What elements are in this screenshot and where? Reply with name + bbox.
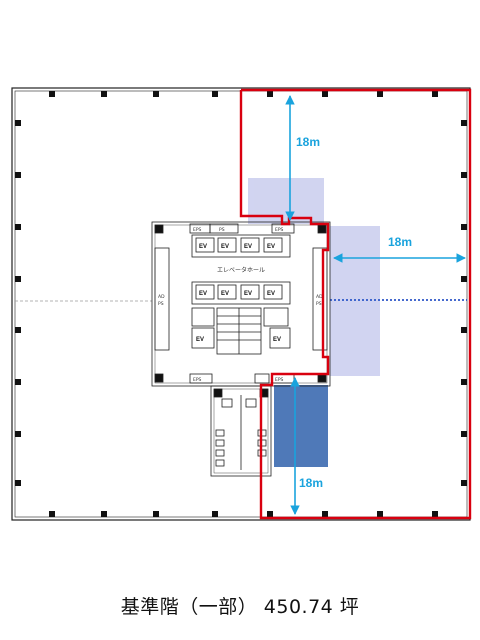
ps-label-right: PS	[316, 301, 322, 307]
eps-label-top-left: EPS	[193, 227, 202, 233]
dimension-label-top: 18m	[296, 135, 320, 149]
tenant-area-outline	[239, 88, 472, 520]
floor-caption-title: 基準階（一部）	[120, 596, 258, 618]
ev-5: EV	[199, 291, 207, 297]
ps-label-left: PS	[158, 301, 164, 307]
highlight-dark-area	[274, 385, 328, 467]
floor-caption-area: 450.74 坪	[263, 596, 360, 618]
dimension-labels: 18m 18m 18m	[296, 135, 412, 490]
ev-6: EV	[221, 291, 229, 297]
ev-7: EV	[244, 291, 252, 297]
floor-plan: EPS PS EPS EV EV EV EV エレベータホール EV EV EV…	[11, 87, 472, 521]
ev-4: EV	[267, 244, 275, 250]
service-core	[210, 385, 272, 477]
dimension-label-bottom: 18m	[299, 476, 323, 490]
columns	[15, 91, 467, 517]
highlight-light-areas	[248, 178, 380, 376]
ev-10: EV	[273, 337, 281, 343]
eps-label-bottom-left: EPS	[193, 377, 202, 383]
ps-label-top: PS	[219, 227, 225, 233]
ad-label-right: AD	[316, 294, 323, 300]
ev-1: EV	[199, 244, 207, 250]
dimension-arrows	[285, 95, 466, 515]
core-labels: EPS PS EPS EV EV EV EV エレベータホール EV EV EV…	[158, 227, 323, 383]
building-core	[151, 221, 331, 387]
eps-label-bottom-right: EPS	[275, 377, 284, 383]
dimension-label-right: 18m	[388, 235, 412, 249]
ev-8: EV	[267, 291, 275, 297]
elevator-hall-label: エレベータホール	[217, 266, 265, 274]
ad-label-left: AD	[158, 294, 165, 300]
ev-2: EV	[221, 244, 229, 250]
eps-label-top-right: EPS	[275, 227, 284, 233]
ev-9: EV	[196, 337, 204, 343]
floor-caption: 基準階（一部） 450.74 坪	[0, 592, 480, 619]
ev-3: EV	[244, 244, 252, 250]
